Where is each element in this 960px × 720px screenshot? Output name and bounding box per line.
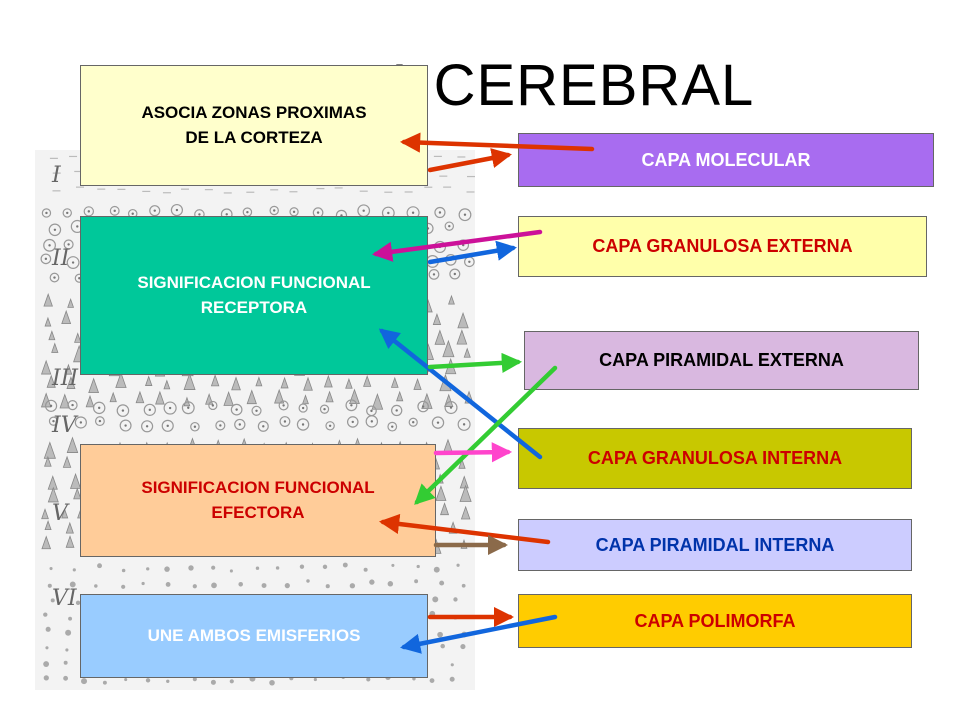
layer-numeral-6: VI [52,586,78,611]
left-box-efectora: SIGNIFICACION FUNCIONAL EFECTORA [80,444,436,557]
right-box-capa-piramidal-interna: CAPA PIRAMIDAL INTERNA [518,519,912,571]
right-box-capa-molecular: CAPA MOLECULAR [518,133,934,187]
layer-numeral-1: I [51,163,62,188]
right-box-capa-piramidal-externa: CAPA PIRAMIDAL EXTERNA [524,331,919,390]
left-box-receptora: SIGNIFICACION FUNCIONAL RECEPTORA [80,216,428,375]
layer-numeral-4: IV [51,413,79,438]
slide-title: A CEREBRAL [380,53,755,118]
left-box-asocia-zonas: ASOCIA ZONAS PROXIMAS DE LA CORTEZA [80,65,428,186]
layer-numeral-3: III [51,366,79,391]
right-box-capa-granulosa-interna: CAPA GRANULOSA INTERNA [518,428,912,489]
layer-numeral-2: II [51,246,71,271]
left-box-une-emisferios: UNE AMBOS EMISFERIOS [80,594,428,678]
right-box-capa-polimorfa: CAPA POLIMORFA [518,594,912,648]
layer-numeral-5: V [52,501,70,526]
right-box-capa-granulosa-externa: CAPA GRANULOSA EXTERNA [518,216,927,277]
